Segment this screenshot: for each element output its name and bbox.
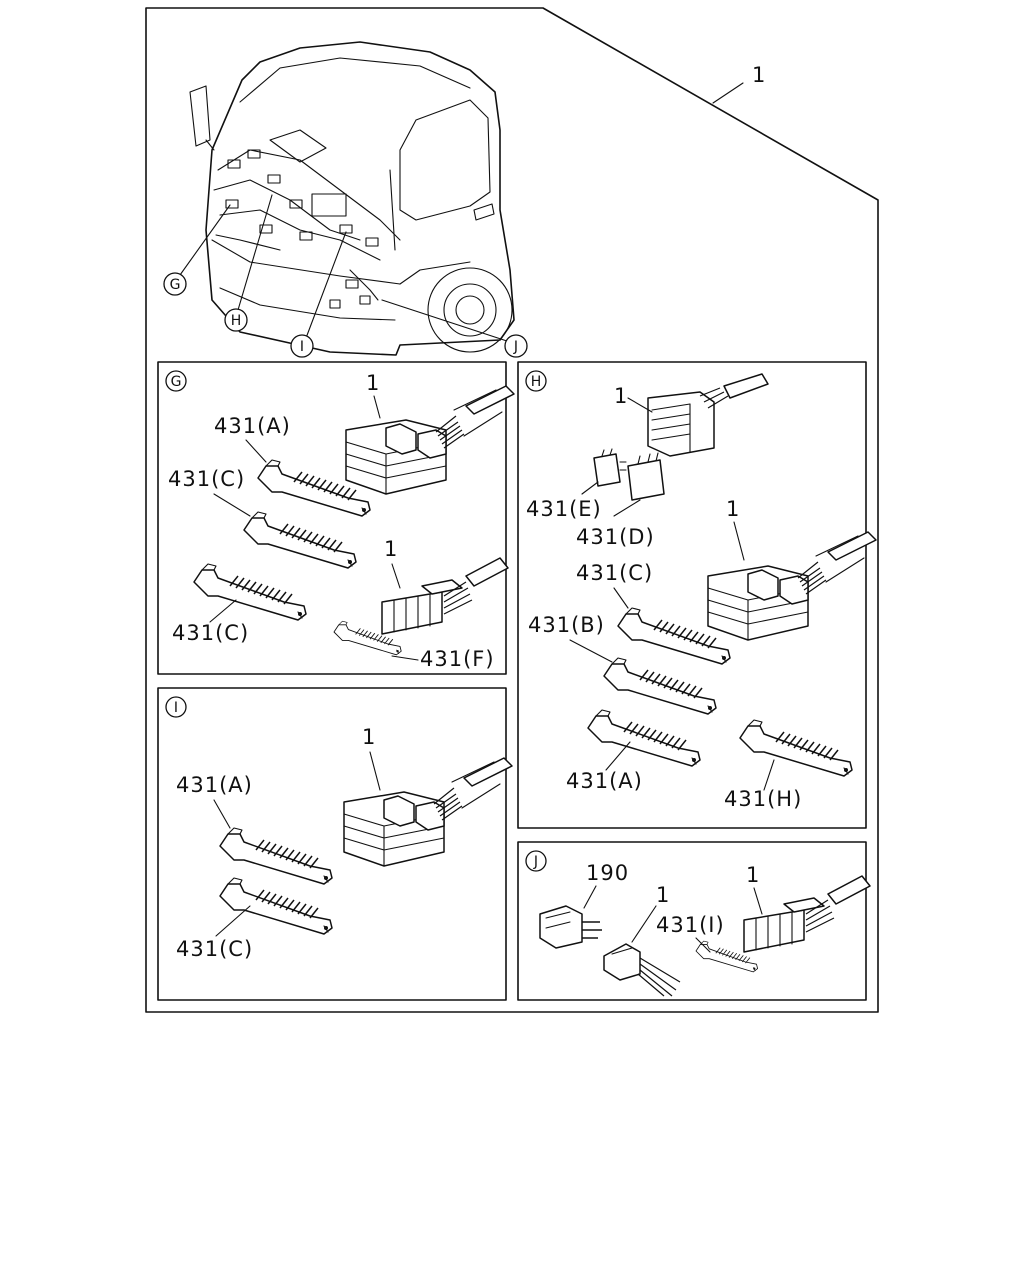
callout-G: G xyxy=(163,272,187,296)
label-j-431i: 431(I) xyxy=(656,913,725,937)
label-g-431c-2: 431(C) xyxy=(172,621,249,645)
label-g-conn1: 1 xyxy=(366,371,380,395)
callout-J: J xyxy=(504,334,528,358)
label-g-431f: 431(F) xyxy=(420,647,495,671)
label-g-conn2: 1 xyxy=(384,537,398,561)
label-i-431c: 431(C) xyxy=(176,937,253,961)
panel-I: I 1 431(A) 431(C) xyxy=(157,687,513,1001)
svg-text:G: G xyxy=(170,277,181,293)
label-g-431c-1: 431(C) xyxy=(168,467,245,491)
label-h-431h: 431(H) xyxy=(724,787,802,811)
svg-text:H: H xyxy=(231,313,242,329)
label-i-431a: 431(A) xyxy=(176,773,253,797)
panel-H-title: H xyxy=(531,374,542,390)
panel-G-title: G xyxy=(171,374,182,390)
label-h-conn2: 1 xyxy=(726,497,740,521)
truck-cab-illustration xyxy=(179,41,515,356)
callout-H: H xyxy=(224,308,248,332)
callout-I: I xyxy=(290,334,314,358)
panel-I-title: I xyxy=(174,700,178,716)
panel-J: J 190 1 431(I) 1 xyxy=(517,841,871,1001)
label-j-conn1: 1 xyxy=(656,883,670,907)
label-i-conn1: 1 xyxy=(362,725,376,749)
panel-G: G 1 431(A) 431(C) 431(C) 1 431(F) xyxy=(157,361,515,675)
svg-text:I: I xyxy=(300,339,304,355)
label-h-431d: 431(D) xyxy=(576,525,655,549)
label-g-431a: 431(A) xyxy=(214,414,291,438)
label-j-conn2: 1 xyxy=(746,863,760,887)
label-h-431e: 431(E) xyxy=(526,497,602,521)
label-h-431a: 431(A) xyxy=(566,769,643,793)
svg-text:J: J xyxy=(513,339,518,355)
label-h-conn1: 1 xyxy=(614,384,628,408)
panel-H: H 1 431(E) 431(D) 1 431(C) 431(B) 4 xyxy=(517,361,877,829)
label-h-431b: 431(B) xyxy=(528,613,605,637)
label-h-431c: 431(C) xyxy=(576,561,653,585)
outer-frame xyxy=(145,7,879,1013)
label-j-190: 190 xyxy=(586,861,629,885)
panel-J-title: J xyxy=(533,854,538,870)
main-part-label: 1 xyxy=(752,63,766,87)
